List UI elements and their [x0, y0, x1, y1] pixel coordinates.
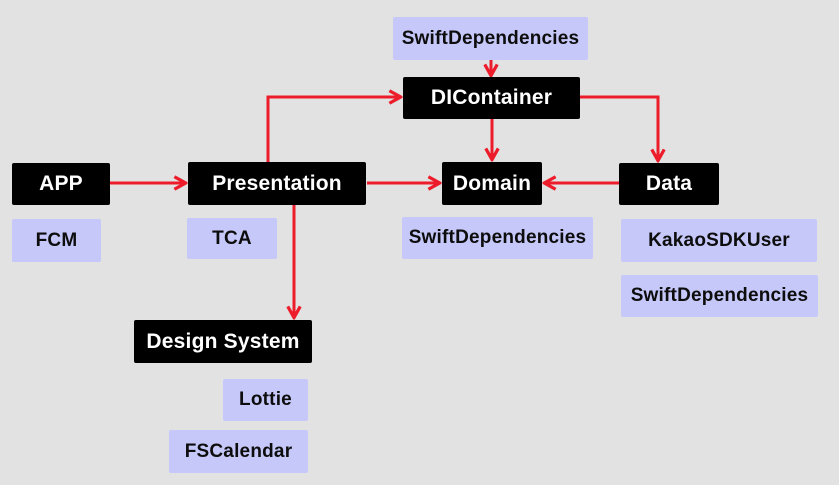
edge-dicontainer-to-data [580, 95, 658, 160]
dep-box-swiftdependencies-data: SwiftDependencies [621, 275, 818, 317]
dep-box-swiftdependencies-top: SwiftDependencies [393, 17, 588, 60]
dep-box-fcm: FCM [12, 219, 101, 262]
dep-box-fscalendar: FSCalendar [169, 430, 308, 473]
module-box-domain: Domain [442, 162, 542, 205]
module-box-presentation: Presentation [188, 162, 366, 205]
dep-box-kakaosdkuser: KakaoSDKUser [621, 219, 817, 262]
module-box-data: Data [619, 163, 719, 205]
dep-box-swiftdependencies-domain: SwiftDependencies [402, 217, 593, 259]
module-box-app: APP [12, 163, 110, 205]
module-box-design-system: Design System [134, 320, 312, 363]
edge-presentation-to-dicontainer [266, 97, 400, 162]
dep-box-tca: TCA [187, 218, 277, 259]
dep-box-lottie: Lottie [223, 379, 308, 421]
module-box-dicontainer: DIContainer [403, 77, 580, 119]
